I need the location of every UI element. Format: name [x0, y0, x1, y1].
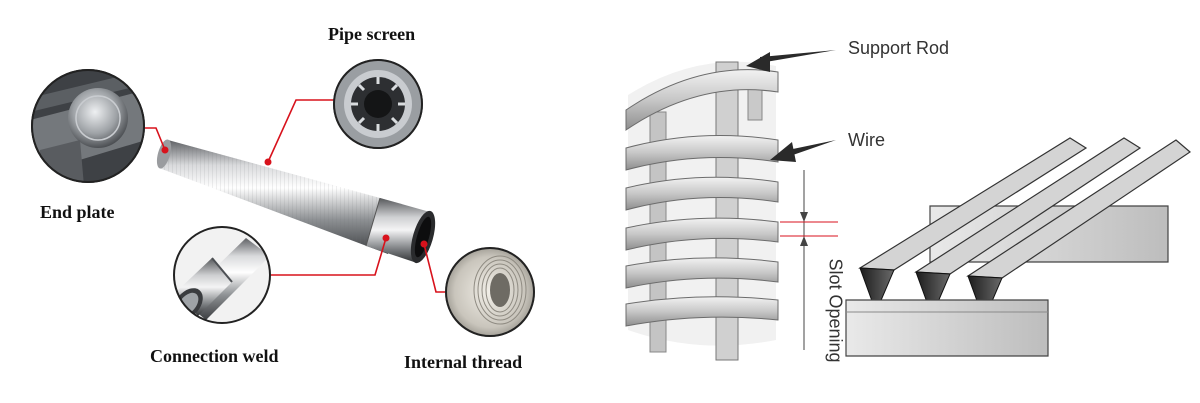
label-slot-opening: Slot Opening [825, 246, 846, 376]
label-pipe-screen: Pipe screen [328, 24, 415, 45]
label-end-plate: End plate [40, 202, 115, 223]
arrow-wire-line [788, 140, 836, 156]
wedge-wire-section [846, 138, 1190, 356]
label-wire: Wire [848, 130, 885, 151]
label-internal-thread: Internal thread [404, 352, 522, 373]
callout-dot-end-plate [162, 147, 169, 154]
wire-wrap-schematic [626, 62, 778, 360]
callout-dot-pipe-screen [265, 159, 272, 166]
label-connection-weld: Connection weld [150, 346, 279, 367]
callout-dot-internal-thread [421, 241, 428, 248]
inset-connection-weld [167, 226, 271, 326]
arrow-support-rod-line [760, 50, 836, 63]
inset-pipe-screen [330, 58, 426, 154]
label-support-rod: Support Rod [848, 38, 949, 59]
inset-end-plate [30, 68, 150, 188]
inset-internal-thread [444, 246, 536, 338]
callout-dot-connection-weld [383, 235, 390, 242]
callout-line-pipe-screen [268, 100, 334, 162]
